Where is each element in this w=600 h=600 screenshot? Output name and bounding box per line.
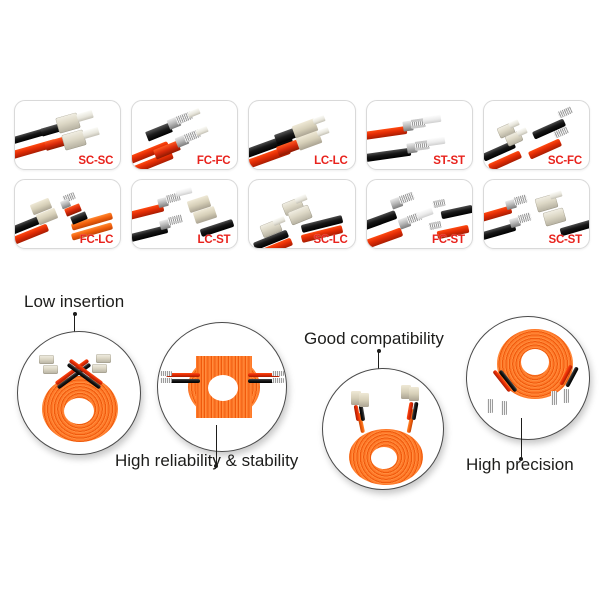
- connector-card-sc-fc[interactable]: SC-FC: [482, 100, 590, 170]
- connector-card-fc-lc[interactable]: FC-LC: [14, 179, 122, 249]
- connector-card-sc-lc[interactable]: SC-LC: [248, 179, 356, 249]
- connector-card-label: LC-ST: [197, 233, 231, 246]
- connector-card-label: FC-ST: [431, 233, 465, 246]
- leader-dot: [377, 349, 381, 353]
- connector-card-st-st[interactable]: ST-ST: [365, 100, 473, 170]
- leader-dot: [214, 464, 218, 468]
- leader-line: [521, 418, 523, 458]
- connector-card-sc-st[interactable]: SC-ST: [482, 179, 590, 249]
- feature-photo-circle: [17, 331, 141, 455]
- connector-card-fc-st[interactable]: FC-ST: [365, 179, 473, 249]
- leader-line: [378, 352, 380, 374]
- connector-card-label: LC-LC: [314, 154, 348, 167]
- leader-line: [216, 425, 218, 465]
- feature-photo-circle: [322, 368, 444, 490]
- connector-card-label: SC-FC: [547, 154, 582, 167]
- feature-label: High precision: [466, 455, 574, 474]
- connector-type-grid: SC-SC FC-FC LC-LC: [14, 100, 590, 249]
- connector-card-sc-sc[interactable]: SC-SC: [14, 100, 122, 170]
- connector-card-label: SC-ST: [548, 233, 582, 246]
- leader-line: [74, 314, 76, 336]
- connector-card-label: ST-ST: [433, 154, 465, 167]
- connector-card-label: FC-LC: [79, 233, 114, 246]
- feature-photo-circle: [157, 322, 287, 452]
- feature-label: Low insertion: [24, 292, 125, 311]
- connector-card-label: SC-LC: [313, 233, 348, 246]
- leader-dot: [519, 457, 523, 461]
- connector-card-lc-lc[interactable]: LC-LC: [248, 100, 356, 170]
- feature-photo-circle: [466, 316, 590, 440]
- connector-card-label: SC-SC: [78, 154, 114, 167]
- connector-card-lc-st[interactable]: LC-ST: [131, 179, 239, 249]
- connector-card-label: FC-FC: [196, 154, 231, 167]
- feature-label: Good compatibility: [304, 329, 444, 348]
- connector-card-fc-fc[interactable]: FC-FC: [131, 100, 239, 170]
- feature-label: High reliability & stability: [115, 451, 299, 470]
